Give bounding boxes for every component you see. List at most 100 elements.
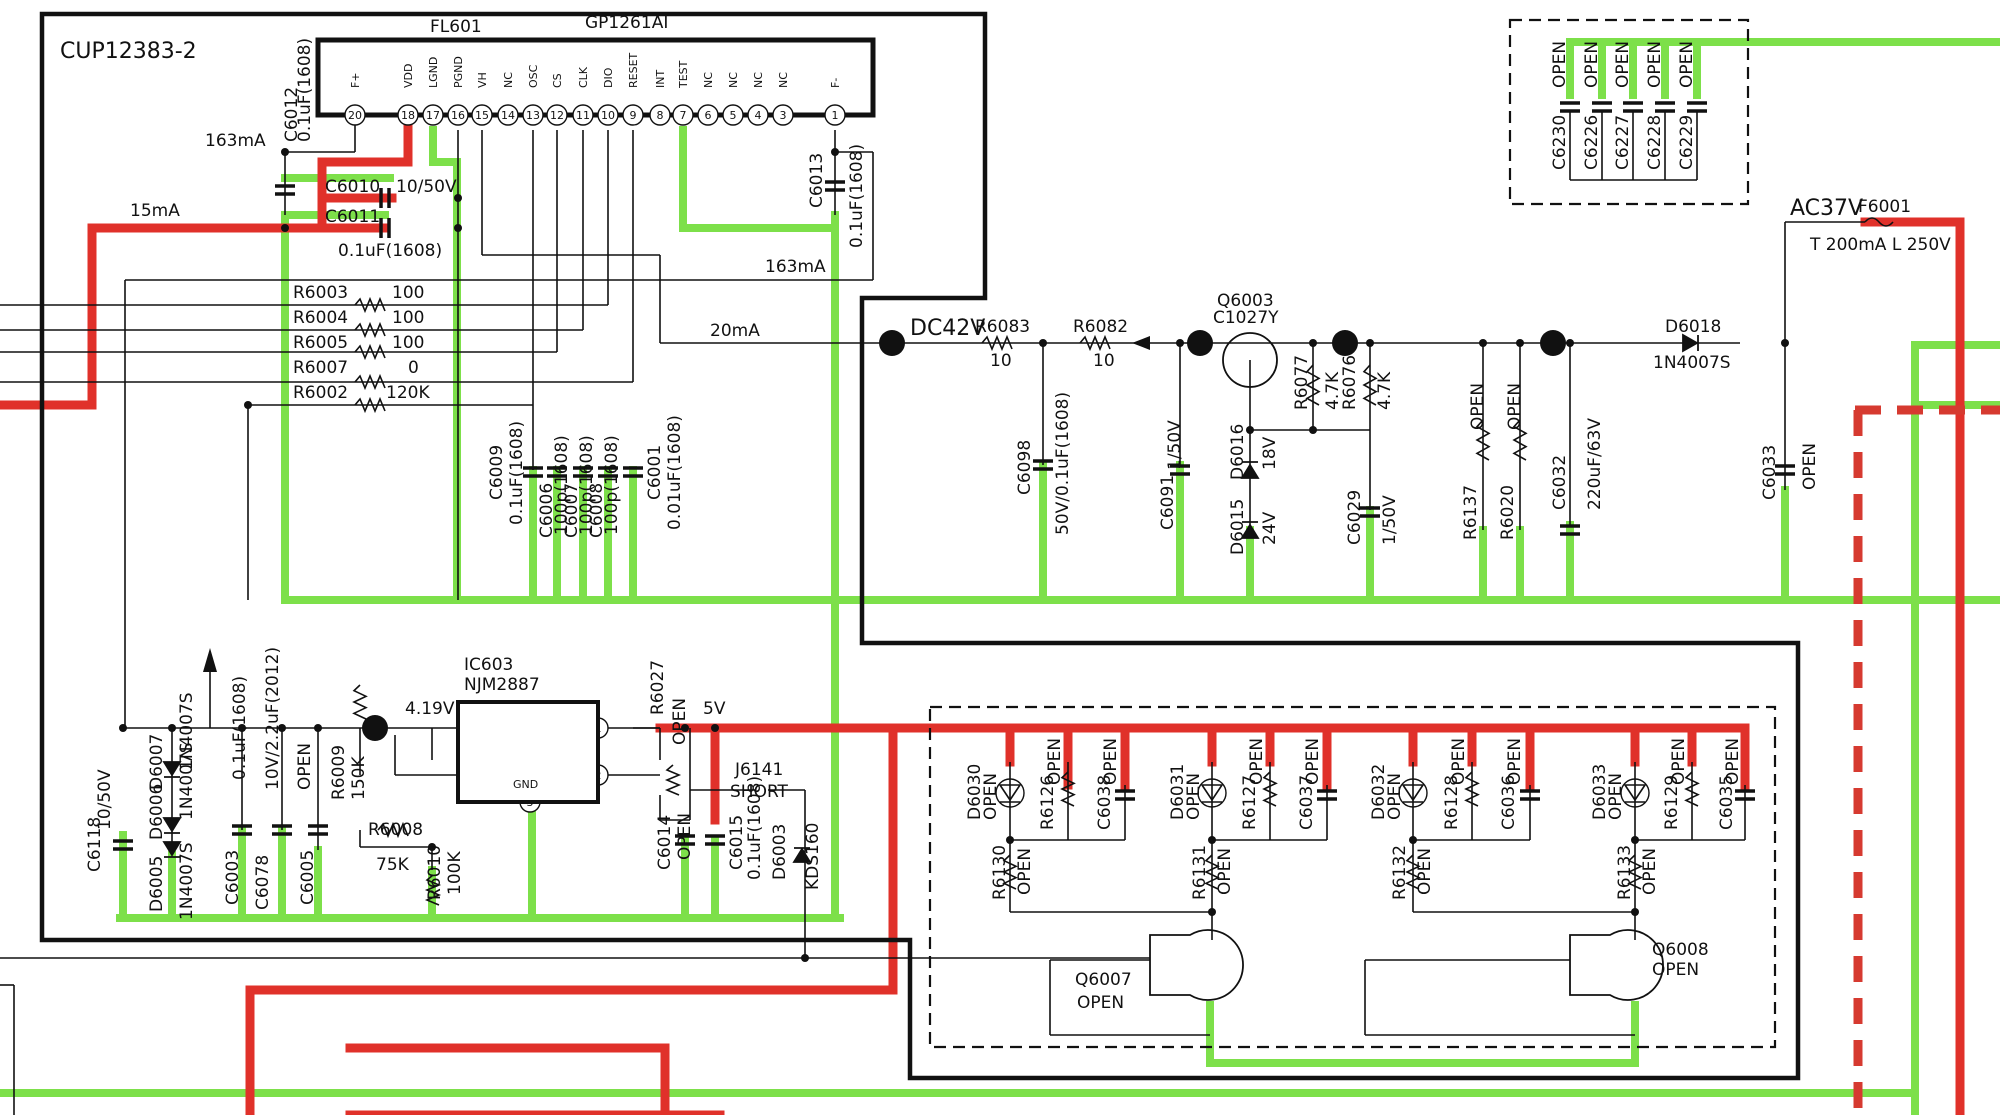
c6003-val: 0.1uF(1608) [230,676,250,780]
voltage-dc42v: DC42V [910,316,985,341]
led-body [995,778,1025,808]
r6133-val: OPEN [1640,848,1660,895]
r6083-val: 10 [990,351,1012,371]
fl601-pin-name: VH [476,72,489,88]
fl601-pin-number: 1 [832,109,839,122]
resistor-zigzag [352,684,368,720]
r6126-val: OPEN [1045,738,1065,785]
c6029-val: 1/50V [1380,495,1400,545]
r6077-val: 4.7K [1323,371,1343,410]
d6003-ref: D6003 [770,824,790,880]
component-symbols: 54321VADJVOUTCONVIN [113,101,1894,1001]
f6001-ref: F6001 [1858,197,1911,217]
resistor-zigzag [1475,419,1491,461]
r6130-val: OPEN [1015,848,1035,895]
c6006-ref: C6006 [537,483,557,538]
r6003-ref: R6003 [293,283,348,303]
junction-dot [1631,836,1639,844]
current-20ma: 20mA [710,321,760,341]
r6002-val: 120K [386,383,430,403]
led-body [1620,778,1650,808]
r6008-val: 75K [376,855,410,875]
r6132-ref: R6132 [1390,845,1410,900]
c6007-ref: C6007 [562,483,582,538]
fl601-pin-number: 9 [630,109,637,122]
c6118-val: 10/50V [95,769,115,830]
j6141-val: SHORT [730,782,789,802]
resistor-zigzag [354,396,386,414]
c6003-ref: C6003 [223,850,243,905]
c6227-val: OPEN [1613,41,1633,88]
d6031-ref: D6031 [1168,764,1188,820]
q6003-ref: Q6003 [1217,291,1274,311]
c6228-ref: C6228 [1645,115,1665,170]
c6013-val: 0.1uF(1608) [847,144,867,248]
fl601-pin-name: OSC [527,64,540,88]
fl601-pin-name: CS [551,73,564,88]
fl601-pin-5 [722,104,744,126]
board-id-label: CUP12383-2 [60,39,197,64]
r6027-ref: R6027 [648,660,668,715]
fl601-pin-number: 3 [780,109,787,122]
fl601-ref-label: FL601 [430,17,482,37]
ic603-part: NJM2887 [464,675,540,695]
c6078-val: 10V/2.2uF(2012) [263,647,283,790]
c6011-val: 0.1uF(1608) [338,241,442,261]
j6141-ref: J6141 [734,760,783,780]
junction-dot [1409,836,1417,844]
ic603-body [456,700,600,804]
r6127-val: OPEN [1247,738,1267,785]
d6016-val: 18V [1260,436,1280,470]
c6228-val: OPEN [1645,41,1665,88]
led-icon [998,784,1022,803]
r6010-ref: R6010 [425,845,445,900]
c6011-ref: C6011 [325,207,380,227]
q6008-ref: Q6008 [1652,940,1709,960]
d6031-val: OPEN [1184,773,1204,820]
junction-dot [244,401,252,409]
r6004-ref: R6004 [293,308,348,328]
c6001-val: 0.01uF(1608) [665,415,685,530]
c6230-ref: C6230 [1550,115,1570,170]
fl601-pin-name: PGND [452,56,465,88]
junction-dot [1208,908,1216,916]
c6227-ref: C6227 [1613,115,1633,170]
resistor-zigzag [1305,364,1321,406]
c6229-val: OPEN [1677,41,1697,88]
r6010-val: 100K [445,851,465,895]
c6015-ref: C6015 [727,815,747,870]
f6001-fuse-symbol [1864,217,1894,227]
d6006-val: 1N4007S [177,742,197,820]
c6036-ref: C6036 [1499,775,1519,830]
r6126-ref: R6126 [1038,775,1058,830]
c6037-val: OPEN [1303,738,1323,785]
resistor-zigzag [1262,771,1278,807]
c6033-ref: C6033 [1760,445,1780,500]
fl601-pin-name: F- [829,78,842,88]
c6230-val: OPEN [1550,41,1570,88]
q6007-val: OPEN [1077,993,1124,1013]
r6082-val: 10 [1093,351,1115,371]
resistor-zigzag [424,874,442,906]
labels: CUP12383-2 FL601 GP1261AI 163mA 15mA 163… [60,13,1951,1013]
fl601-pin-name: F+ [349,72,362,88]
fl601-pin-16 [447,104,469,126]
q6003-val: C1027Y [1213,308,1279,328]
voltage-ac37v: AC37V [1790,196,1863,221]
d6005-diode-symbol [162,841,182,858]
r6137-ref: R6137 [1461,485,1481,540]
d6007-diode-symbol [162,761,182,778]
junction-dot [1516,339,1524,347]
fl601-pin-number: 18 [401,109,415,122]
c6118-ref: C6118 [85,817,105,872]
r6077-ref: R6077 [1292,355,1312,410]
fl601-pin-18 [397,104,419,126]
fl601-pin-number: 15 [475,109,489,122]
fl601-pin-12 [546,104,568,126]
fl601-pin-number: 20 [348,109,362,122]
led-body [1197,778,1227,808]
c6091-val: 1/50V [1165,420,1185,470]
fl601-pin-number: 11 [576,109,590,122]
